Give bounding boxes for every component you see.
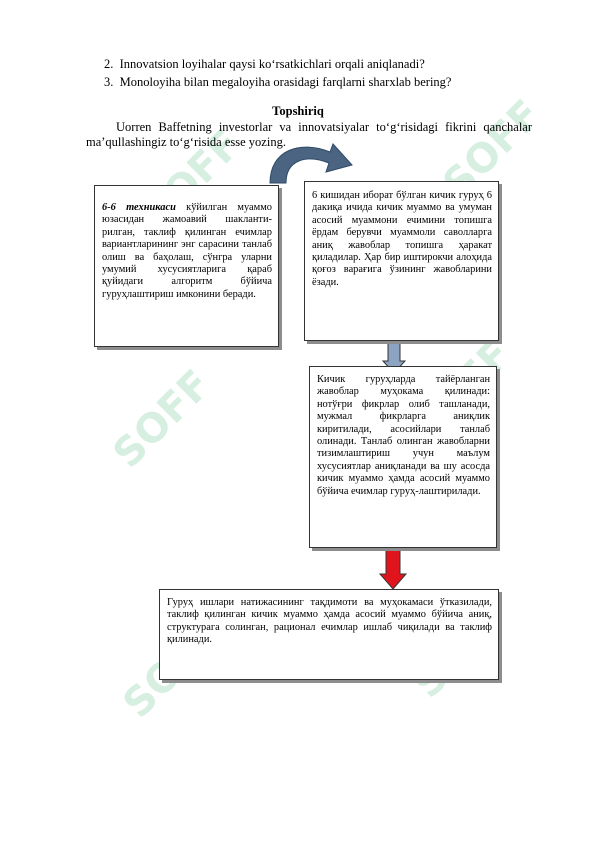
task-text: Uorren Baffetning investorlar va innovat… xyxy=(86,120,532,149)
step-1-text: 6 кишидан иборат бўлган кичик гуруҳ 6 да… xyxy=(312,190,492,288)
question-text: Innovatsion loyihalar qaysi ko‘rsatkichl… xyxy=(119,57,425,71)
question-number: 3. xyxy=(104,75,114,89)
flow-box-technique: 6-6 техникаси кўйилган муаммо юзасидан ж… xyxy=(94,185,279,347)
flow-box-step-3: Гуруҳ ишлари натижасининг тақдимоти ва м… xyxy=(159,589,499,680)
question-3: 3. Monoloyiha bilan megaloyiha orasidagi… xyxy=(104,75,451,90)
watermark-text: SOFF xyxy=(105,361,221,477)
question-number: 2. xyxy=(104,57,114,71)
flow-box-step-1: 6 кишидан иборат бўлган кичик гуруҳ 6 да… xyxy=(304,181,499,341)
step-2-text: Кичик гуруҳларда тайёрланган жавоблар му… xyxy=(317,374,490,497)
question-2: 2. Innovatsion loyihalar qaysi ko‘rsatki… xyxy=(104,57,425,72)
flow-box-step-2: Кичик гуруҳларда тайёрланган жавоблар му… xyxy=(309,366,497,548)
step-3-text: Гуруҳ ишлари натижасининг тақдимоти ва м… xyxy=(167,597,492,646)
task-title: Topshiriq xyxy=(272,104,324,118)
technique-name: 6-6 техникаси xyxy=(102,202,176,213)
technique-description: кўйилган муаммо юзасидан жамоавий шаклан… xyxy=(102,202,272,300)
question-text: Monoloyiha bilan megaloyiha orasidagi fa… xyxy=(119,75,452,89)
